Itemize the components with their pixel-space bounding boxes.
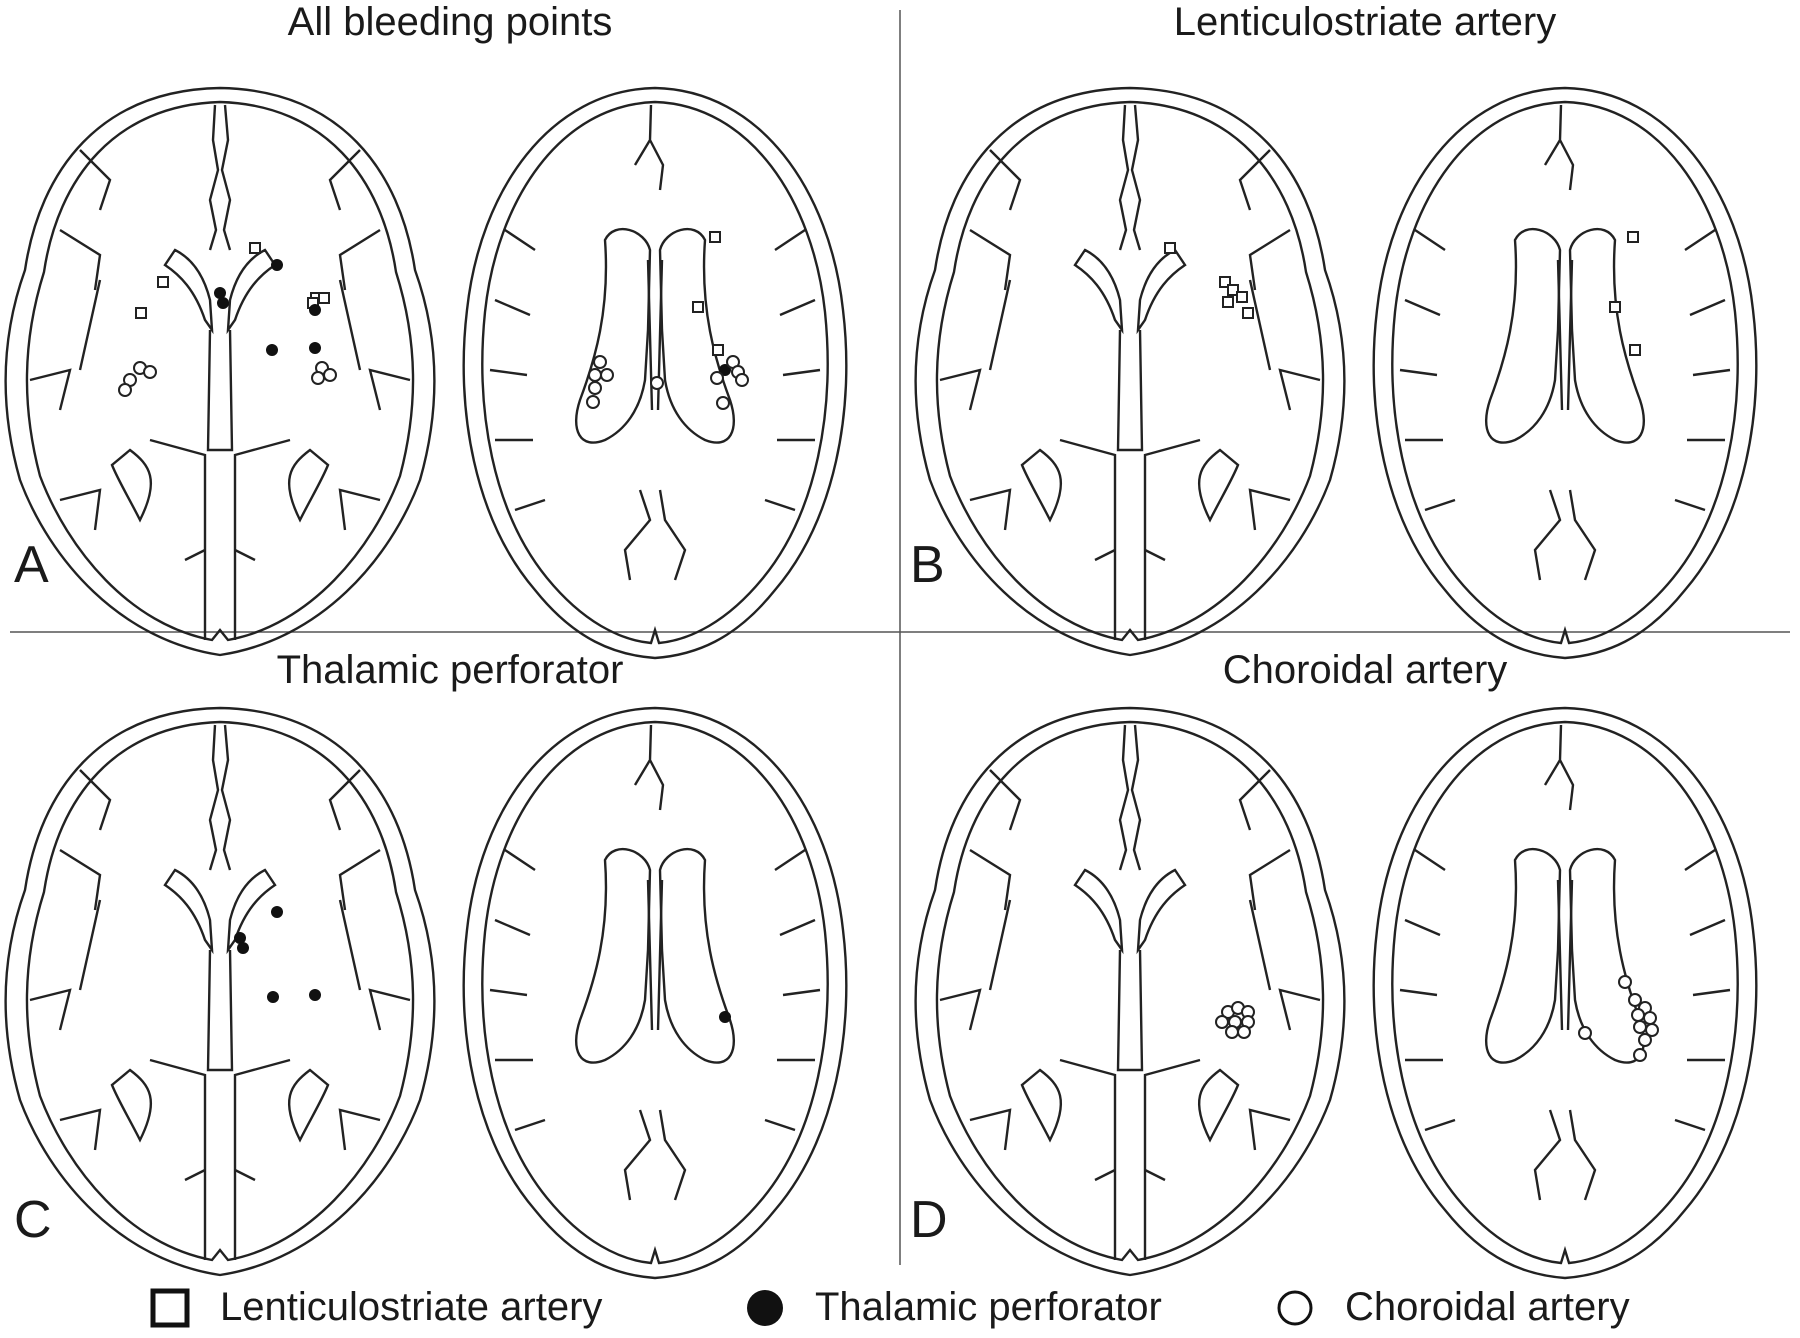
panel-d-title: Choroidal artery	[1222, 648, 1508, 692]
legend-thalamic: Thalamic perforator	[745, 1285, 1162, 1330]
thalamic-marker	[719, 1011, 731, 1023]
thalamic-marker	[267, 991, 279, 1003]
panel-c-brains	[4, 706, 848, 1280]
thalamic-marker	[309, 342, 321, 354]
thalamic-marker	[271, 259, 283, 271]
choroidal-marker	[600, 368, 614, 382]
panel-d-letter: D	[910, 1191, 948, 1249]
square-icon	[150, 1288, 190, 1327]
choroidal-marker	[586, 395, 600, 409]
lenticulostriate-marker	[1236, 291, 1248, 303]
thalamic-marker	[266, 344, 278, 356]
choroidal-marker	[593, 355, 607, 369]
panel-d-brains	[914, 706, 1758, 1280]
lenticulostriate-marker	[712, 344, 724, 356]
panel-a-title: All bleeding points	[287, 0, 613, 44]
choroidal-marker	[1225, 1025, 1239, 1039]
lenticulostriate-marker	[1627, 231, 1639, 243]
legend-lenticulostriate: Lenticulostriate artery	[150, 1285, 602, 1330]
lenticulostriate-marker	[1242, 307, 1254, 319]
panel-d-markers	[1215, 975, 1659, 1062]
legend-lenticulostriate-label: Lenticulostriate artery	[220, 1285, 603, 1329]
thalamic-marker	[309, 989, 321, 1001]
lenticulostriate-marker	[135, 307, 147, 319]
choroidal-marker	[143, 365, 157, 379]
choroidal-marker	[118, 383, 132, 397]
panel-b-brains	[914, 86, 1758, 660]
legend-choroidal-label: Choroidal artery	[1345, 1285, 1630, 1329]
panel-a-letter: A	[14, 536, 49, 594]
lenticulostriate-marker	[1164, 242, 1176, 254]
choroidal-marker	[710, 371, 724, 385]
choroidal-marker	[323, 368, 337, 382]
panel-c-letter: C	[14, 1191, 52, 1249]
choroidal-marker	[1578, 1026, 1592, 1040]
choroidal-marker	[1633, 1020, 1647, 1034]
thalamic-marker	[237, 942, 249, 954]
lenticulostriate-marker	[1222, 296, 1234, 308]
choroidal-marker	[311, 371, 325, 385]
choroidal-marker	[1618, 975, 1632, 989]
panel-b-markers	[1164, 231, 1641, 356]
choroidal-marker	[650, 376, 664, 390]
choroidal-marker	[1631, 1008, 1645, 1022]
thalamic-marker	[309, 304, 321, 316]
choroidal-marker	[735, 373, 749, 387]
choroidal-marker	[1643, 1011, 1657, 1025]
thalamic-marker	[271, 906, 283, 918]
panel-b-title: Lenticulostriate artery	[1173, 0, 1557, 44]
choroidal-marker	[1638, 1033, 1652, 1047]
legend-choroidal: Choroidal artery	[1275, 1285, 1630, 1330]
filled-circle-icon	[747, 1289, 783, 1326]
lenticulostriate-marker	[318, 292, 330, 304]
thalamic-marker	[217, 297, 229, 309]
lenticulostriate-marker	[157, 276, 169, 288]
lenticulostriate-marker	[692, 301, 704, 313]
lenticulostriate-marker	[709, 231, 721, 243]
open-circle-icon	[1277, 1290, 1313, 1325]
choroidal-marker	[588, 368, 602, 382]
lenticulostriate-marker	[1609, 301, 1621, 313]
choroidal-marker	[588, 381, 602, 395]
panel-c-title: Thalamic perforator	[276, 648, 624, 692]
lenticulostriate-marker	[1629, 344, 1641, 356]
choroidal-marker	[1633, 1048, 1647, 1062]
choroidal-marker	[1237, 1025, 1251, 1039]
choroidal-marker	[716, 396, 730, 410]
legend-thalamic-label: Thalamic perforator	[815, 1285, 1162, 1329]
panel-b-letter: B	[910, 536, 945, 594]
lenticulostriate-marker	[249, 242, 261, 254]
choroidal-marker	[1215, 1015, 1229, 1029]
